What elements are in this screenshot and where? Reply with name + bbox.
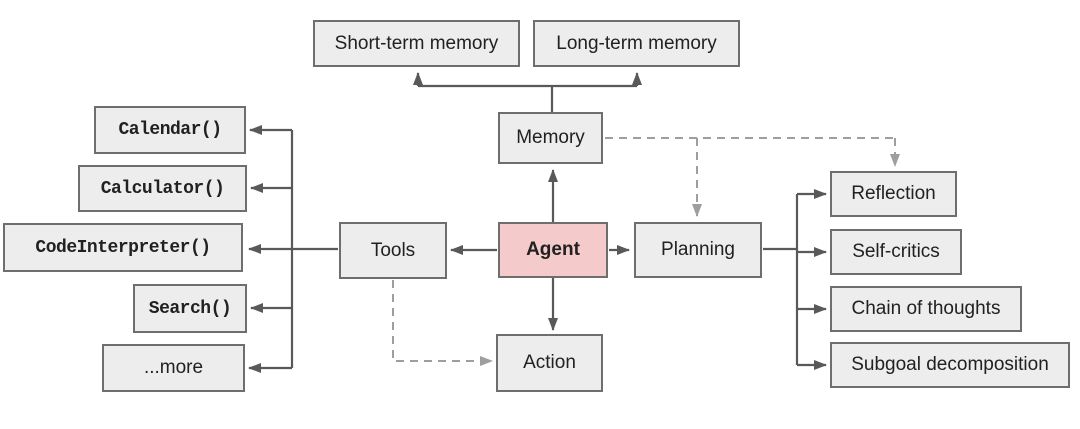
node-tool-search: Search() xyxy=(133,284,247,333)
node-long-term-memory: Long-term memory xyxy=(533,20,740,67)
node-planning-selfcritics: Self-critics xyxy=(830,229,962,275)
node-memory: Memory xyxy=(498,112,603,164)
edge-tools-action-dashed xyxy=(392,280,493,366)
node-planning-reflection: Reflection xyxy=(830,171,957,217)
node-planning: Planning xyxy=(634,222,762,278)
node-tool-calendar: Calendar() xyxy=(94,106,246,154)
node-action: Action xyxy=(496,334,603,392)
node-short-term-memory: Short-term memory xyxy=(313,20,520,67)
node-tool-more: ...more xyxy=(102,344,245,392)
node-tools: Tools xyxy=(339,222,447,279)
node-agent: Agent xyxy=(498,222,608,278)
node-tool-codeinterpreter: CodeInterpreter() xyxy=(3,223,243,272)
node-tool-calculator: Calculator() xyxy=(78,165,247,212)
node-planning-subgoal-decomposition: Subgoal decomposition xyxy=(830,342,1070,388)
node-planning-chain-of-thoughts: Chain of thoughts xyxy=(830,286,1022,332)
